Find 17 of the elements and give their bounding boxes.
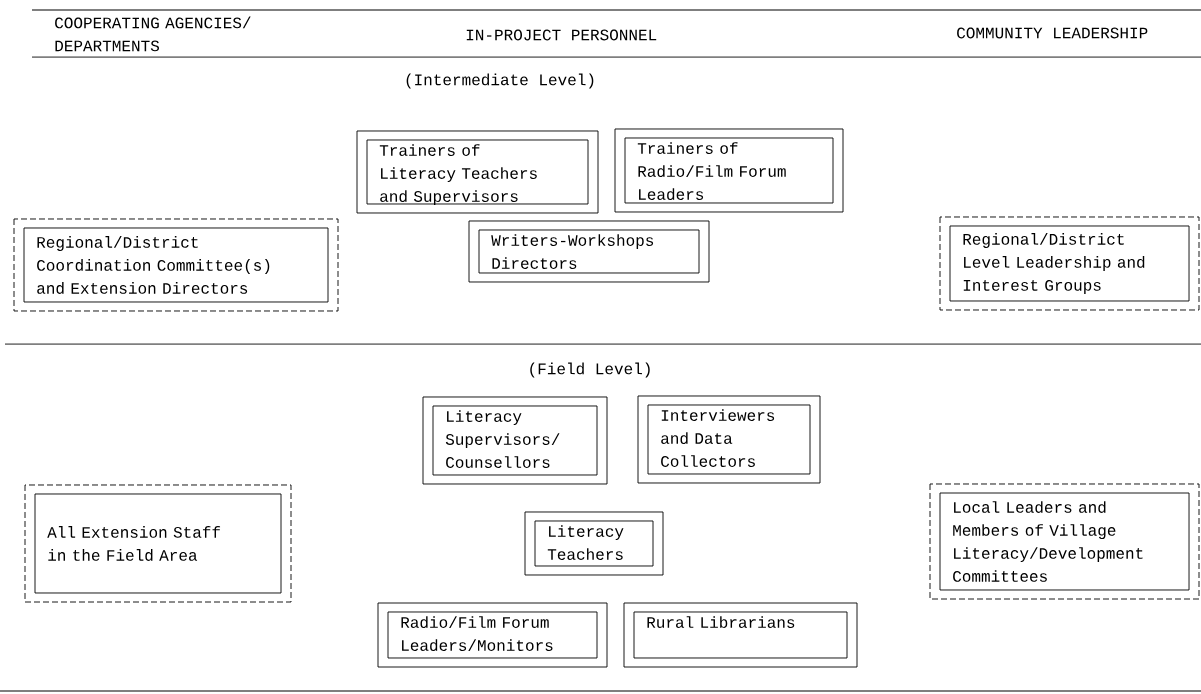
column-heading: IN-PROJECT PERSONNEL xyxy=(466,29,657,41)
double-box: Trainers of Radio/Film Forum Leaders xyxy=(614,128,844,213)
double-box: Interviewers and Data Collectors xyxy=(637,395,821,484)
level-heading: (Intermediate Level) xyxy=(406,73,594,89)
double-box: Writers-Workshops Directors xyxy=(468,220,710,283)
dashed-box: Local Leaders and Members of Village Literacy/Development Committees xyxy=(929,483,1200,600)
dashed-box: All Extension Staff in the Field Area xyxy=(24,484,292,603)
double-box: Literacy Teachers xyxy=(524,511,664,576)
double-box: Radio/Film Forum Leaders/Monitors xyxy=(377,602,608,668)
double-box: Literacy Supervisors/ Counsellors xyxy=(422,396,608,485)
double-box: Rural Librarians xyxy=(623,602,858,668)
dashed-box: Regional/District Coordination Committee(s) and Extension Directors xyxy=(13,218,339,312)
column-heading: COMMUNITY LEADERSHIP xyxy=(957,27,1148,39)
double-box: Trainers of Literacy Teachers and Supervisors xyxy=(356,130,599,214)
column-heading: COOPERATING AGENCIES/ DEPARTMENTS xyxy=(55,16,251,52)
level-heading: (Field Level) xyxy=(530,362,650,378)
dashed-box: Regional/District Level Leadership and Interest Groups xyxy=(939,216,1200,311)
